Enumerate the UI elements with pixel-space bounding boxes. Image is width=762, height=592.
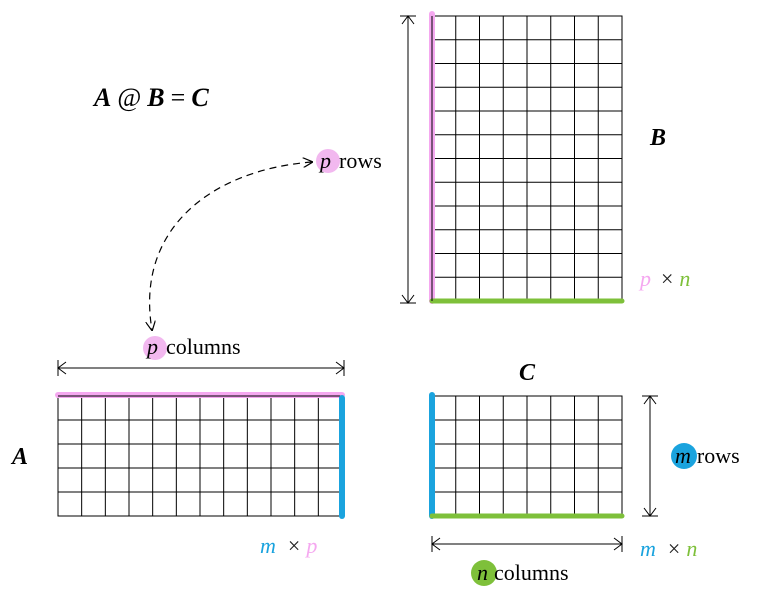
matrix-b-label: B (649, 125, 666, 151)
matrix-b-dim-p: p (638, 266, 651, 291)
n-columns-bubble (471, 560, 497, 586)
matrix-a-grid (57, 395, 343, 517)
matrix-b-grid (431, 15, 623, 302)
matrix-c-dim-times: × (668, 536, 680, 561)
eq-equals: = (171, 83, 186, 112)
matrix-c-dim-n: n (686, 536, 697, 561)
matrix-b-dim-n: n (679, 266, 690, 291)
m-rows-text: rows (697, 443, 740, 468)
matrix-c-label: C (519, 360, 536, 386)
p-columns-annotation: p columns (145, 334, 241, 359)
matrix-c-dim-m: m (640, 536, 656, 561)
n-columns-var: n (477, 560, 488, 585)
eq-op: @ (117, 83, 141, 112)
p-columns-text: columns (166, 334, 241, 359)
matrix-a-dim-m: m (260, 533, 276, 558)
matrix-c-grid (431, 395, 623, 517)
eq-a: A (92, 83, 111, 112)
eq-c: C (191, 83, 209, 112)
matrix-b-dim-times: × (661, 266, 673, 291)
p-rows-var: p (318, 148, 331, 173)
matrix-b-dimensions: p ×n (638, 266, 690, 291)
m-rows-bubble (671, 443, 697, 469)
matrix-a-dim-p: p (304, 533, 317, 558)
matrix-a-dim-times: × (288, 533, 300, 558)
p-rows-bubble (316, 149, 340, 173)
p-columns-var: p (145, 334, 158, 359)
dashed-curved-arrow (150, 162, 312, 330)
p-columns-bubble (143, 336, 167, 360)
p-rows-text: rows (339, 148, 382, 173)
eq-b: B (146, 83, 164, 112)
matrix-a-label: A (10, 444, 28, 470)
m-rows-var: m (675, 443, 691, 468)
equation: A@B=C (92, 83, 209, 112)
matrix-a-dimensions: m ×p (260, 533, 317, 558)
matrix-c-dimensions: m ×n (640, 536, 697, 561)
n-columns-text: columns (494, 560, 569, 585)
